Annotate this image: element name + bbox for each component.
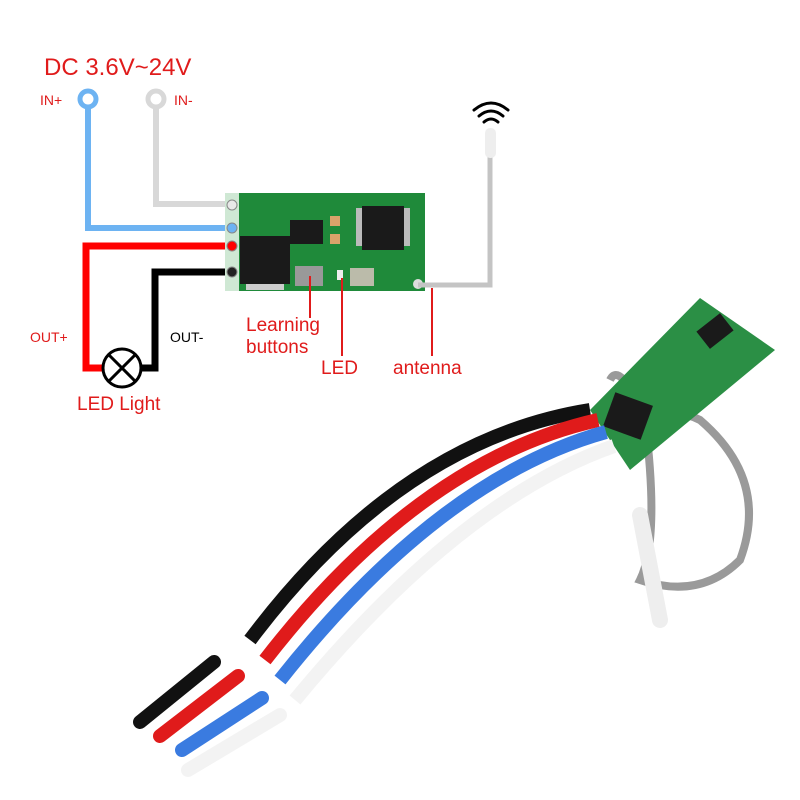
- out-minus-label: OUT-: [170, 329, 204, 345]
- in-minus-wire: [153, 106, 232, 207]
- in-minus-terminal: [145, 88, 167, 110]
- wifi-signal-icon: [472, 101, 510, 124]
- in-plus-terminal: [77, 88, 99, 110]
- antenna-label: antenna: [393, 358, 462, 379]
- led-label: LED: [321, 358, 358, 379]
- receiver-board: [225, 193, 425, 291]
- antenna-tip: [485, 128, 496, 158]
- buttons-label: buttons: [246, 337, 309, 358]
- voltage-title: DC 3.6V~24V: [44, 54, 192, 81]
- lamp-icon: [101, 347, 143, 389]
- out-plus-wire: [82, 242, 232, 372]
- in-plus-wire: [85, 100, 232, 231]
- in-minus-label: IN-: [174, 92, 193, 108]
- module-photo: [133, 298, 775, 777]
- out-minus-wire: [140, 268, 232, 372]
- learning-label: Learning: [246, 315, 320, 336]
- out-plus-label: OUT+: [30, 329, 68, 345]
- led-light-label: LED Light: [77, 394, 161, 415]
- antenna-wire: [418, 150, 493, 288]
- in-plus-label: IN+: [40, 92, 63, 108]
